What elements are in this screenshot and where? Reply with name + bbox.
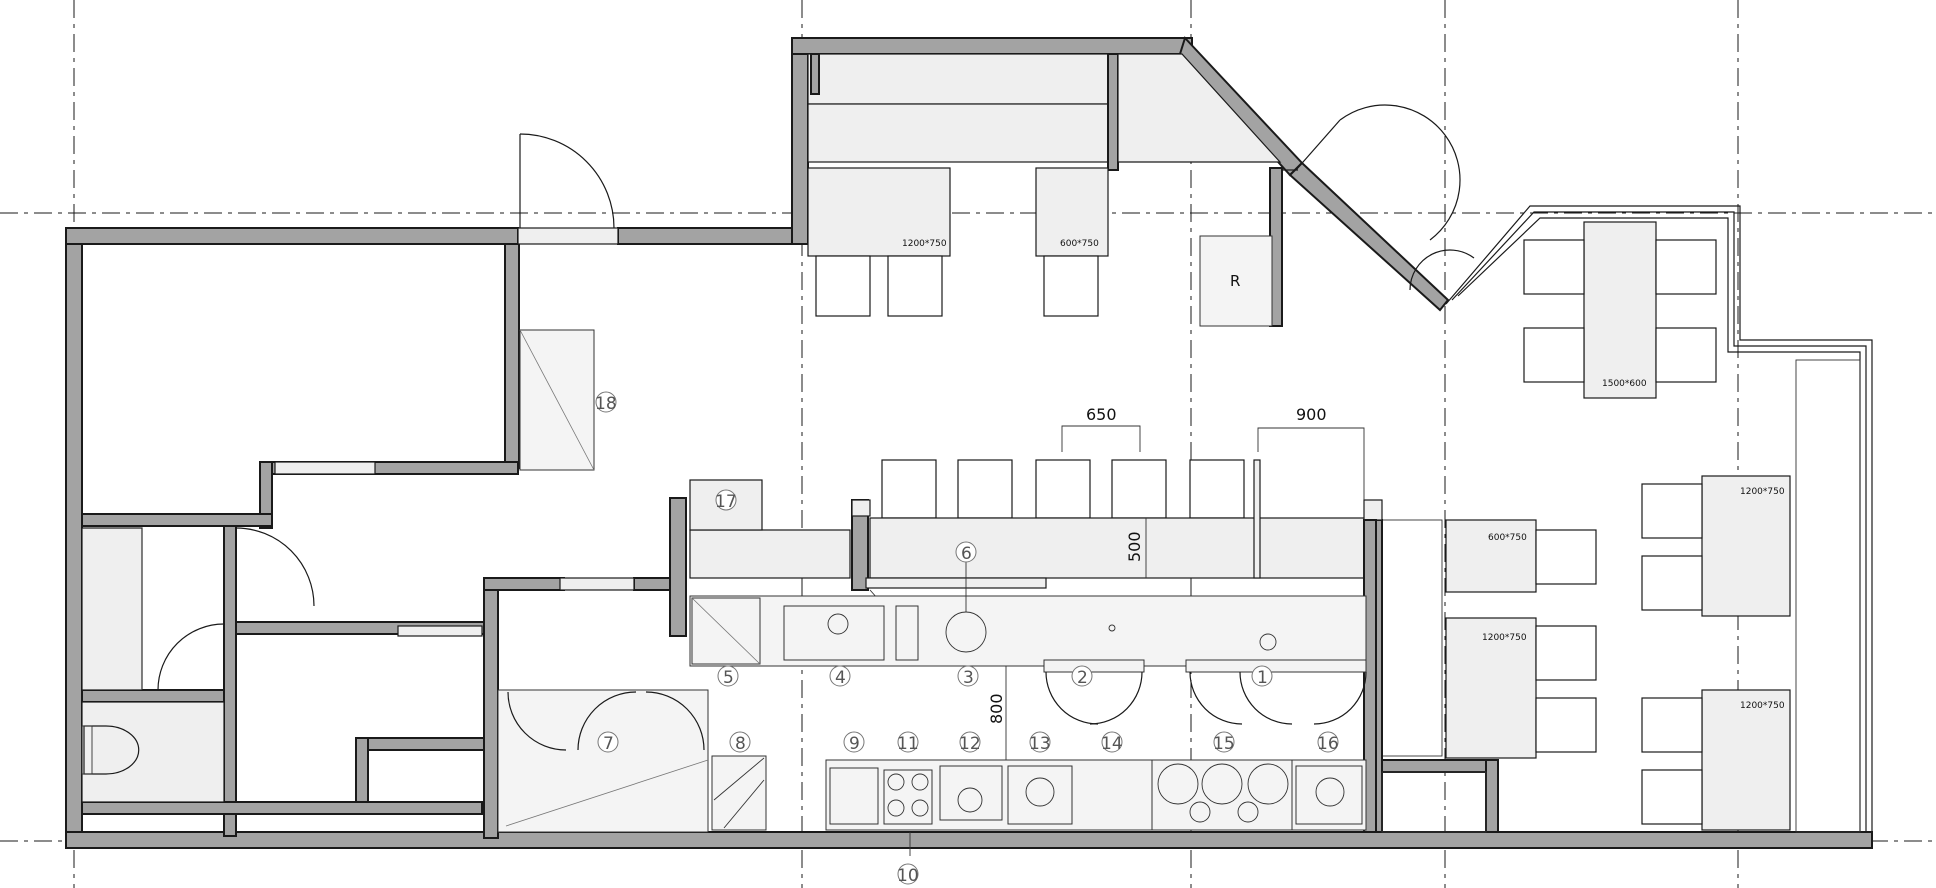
dimension-650: 650 <box>1086 405 1117 424</box>
equipment-number: 12 <box>959 734 981 754</box>
upper-counter <box>807 53 1298 327</box>
bar-counter <box>669 459 1383 833</box>
doors <box>157 104 1475 691</box>
table-size-label: 1200*750 <box>1740 487 1785 497</box>
equipment-labels: 1 2 3 4 5 6 7 8 9 10 11 12 13 14 15 16 1… <box>595 391 1339 886</box>
equipment-number: 1 <box>1257 668 1268 688</box>
left-rooms <box>81 243 687 839</box>
equipment-number: 10 <box>897 866 919 886</box>
equipment-number: 6 <box>961 544 972 564</box>
kitchen-equipment <box>497 562 1367 856</box>
dimension-900: 900 <box>1296 405 1327 424</box>
equipment-number: 8 <box>735 734 746 754</box>
table-size-label: 600*750 <box>1060 239 1099 249</box>
dimension-500: 500 <box>1125 531 1144 562</box>
equipment-number: 7 <box>603 734 614 754</box>
equipment-number: 17 <box>715 492 737 512</box>
room-r-label: R <box>1230 272 1240 290</box>
table-size-label: 1200*750 <box>1482 633 1527 643</box>
equipment-number: 18 <box>595 394 617 414</box>
equipment-number: 15 <box>1213 734 1235 754</box>
equipment-number: 4 <box>835 668 846 688</box>
equipment-number: 13 <box>1029 734 1051 754</box>
toilet <box>81 701 225 803</box>
table-size-label: 600*750 <box>1488 533 1527 543</box>
equipment-number: 11 <box>897 734 919 754</box>
exterior-walls <box>65 36 1873 849</box>
right-dining: 1500*600 1200*750 1200*750 600*750 1200*… <box>1369 221 1861 833</box>
equipment-number: 5 <box>723 668 734 688</box>
equipment-number: 16 <box>1317 734 1339 754</box>
dimension-marks: 650 900 500 800 <box>987 405 1365 724</box>
table-size-label: 1200*750 <box>1740 701 1785 711</box>
equipment-number: 2 <box>1077 668 1088 688</box>
equipment-number: 9 <box>849 734 860 754</box>
equipment-number: 14 <box>1101 734 1123 754</box>
dimension-800: 800 <box>987 693 1006 724</box>
table-size-label: 1500*600 <box>1602 379 1647 389</box>
table-size-label: 1200*750 <box>902 239 947 249</box>
upper-tables: 1200*750 600*750 R <box>807 167 1273 327</box>
equipment-number: 3 <box>963 668 974 688</box>
